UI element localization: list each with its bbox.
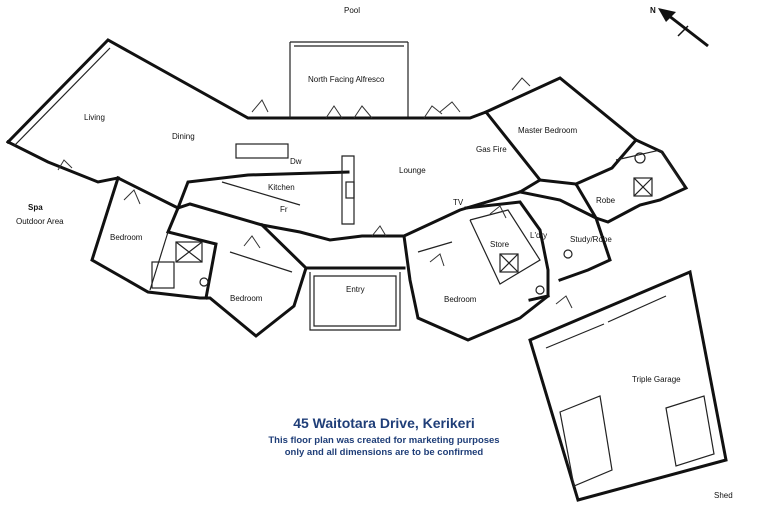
alfresco-area: [289, 41, 409, 118]
cooktop: [345, 181, 355, 199]
label-bedroom-3: Bedroom: [444, 295, 477, 304]
label-master-bedroom: Master Bedroom: [518, 126, 577, 135]
entry-block: [304, 266, 406, 331]
label-study-robe: Study/Robe: [570, 235, 612, 244]
label-kitchen: Kitchen: [268, 183, 295, 192]
label-entry: Entry: [346, 285, 365, 294]
caption-title: 45 Waitotara Drive, Kerikeri: [293, 415, 475, 431]
label-pool: Pool: [344, 6, 360, 15]
kitchen-island: [235, 143, 289, 159]
label-north: N: [650, 6, 656, 15]
kitchen-bench: [341, 155, 355, 225]
label-outdoor-area: Outdoor Area: [16, 217, 64, 226]
shower-master: [633, 177, 653, 197]
basin-laundry: [535, 285, 545, 295]
label-shed: Shed: [714, 491, 733, 500]
bedroom-1-2-block: [90, 176, 308, 338]
label-gas-fire: Gas Fire: [476, 145, 507, 154]
label-bedroom-2: Bedroom: [230, 294, 263, 303]
triple-garage-block: [528, 269, 728, 502]
label-lounge: Lounge: [399, 166, 426, 175]
master-suite: [484, 76, 689, 224]
door-swings: [57, 77, 573, 309]
shower-ensuite: [175, 241, 203, 263]
label-triple-garage: Triple Garage: [632, 375, 681, 384]
label-store: Store: [490, 240, 510, 249]
caption-disclaimer-line2: only and all dimensions are to be confir…: [284, 447, 484, 458]
toilet-study: [563, 249, 573, 259]
north-arrow-icon: [658, 8, 709, 48]
label-laundry: L'dry: [530, 231, 547, 240]
label-dining: Dining: [172, 132, 195, 141]
label-living: Living: [84, 113, 105, 122]
label-alfresco: North Facing Alfresco: [308, 75, 385, 84]
bedroom-3-block: [402, 234, 551, 342]
label-tv: TV: [453, 198, 464, 207]
label-spa: Spa: [28, 203, 43, 212]
label-dw: Dw: [290, 157, 302, 166]
living-dining-wing: [5, 38, 360, 211]
label-fr: Fr: [280, 205, 288, 214]
toilet-ensuite: [199, 277, 209, 287]
label-robe: Robe: [596, 196, 616, 205]
bath-ensuite: [151, 261, 175, 289]
service-wing: [464, 190, 612, 302]
basin-master: [634, 152, 646, 164]
label-bedroom-1: Bedroom: [110, 233, 143, 242]
shower-store: [499, 253, 519, 273]
caption-disclaimer-line1: This floor plan was created for marketin…: [268, 435, 500, 446]
